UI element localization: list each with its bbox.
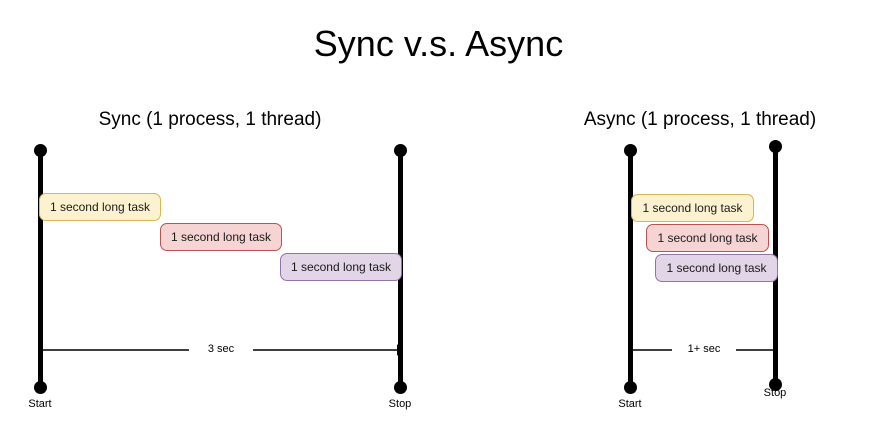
- async-stop-label: Stop: [763, 387, 787, 399]
- async-task-1-label: 1 second long task: [642, 201, 743, 215]
- async-task-3: 1 second long task: [655, 254, 778, 282]
- async-start-label: Start: [618, 398, 642, 410]
- sync-start-label: Start: [28, 398, 52, 410]
- sync-task-3-label: 1 second long task: [290, 260, 392, 274]
- async-duration-label: 1+ sec: [672, 343, 736, 356]
- sync-duration-measure: 3 sec: [38, 340, 400, 362]
- async-task-3-label: 1 second long task: [666, 261, 767, 275]
- sync-start-end-dot: [34, 381, 47, 394]
- async-task-1: 1 second long task: [631, 194, 754, 222]
- page-title: Sync v.s. Async: [313, 23, 564, 64]
- sync-task-1: 1 second long task: [39, 193, 161, 221]
- sync-task-3: 1 second long task: [280, 253, 402, 281]
- sync-task-1-label: 1 second long task: [49, 200, 151, 214]
- async-stop-end-dot: [769, 378, 782, 391]
- async-task-2: 1 second long task: [646, 224, 769, 252]
- sync-start-bar: [38, 150, 43, 387]
- async-duration-measure: 1+ sec: [628, 340, 776, 362]
- sync-stop-label: Stop: [388, 398, 412, 410]
- sync-stop-end-dot: [394, 381, 407, 394]
- async-start-bar: [628, 150, 633, 387]
- sync-task-2-label: 1 second long task: [170, 230, 272, 244]
- async-task-2-label: 1 second long task: [657, 231, 758, 245]
- sync-task-2: 1 second long task: [160, 223, 282, 251]
- async-start-end-dot: [624, 381, 637, 394]
- sync-duration-label: 3 sec: [189, 343, 253, 356]
- sync-panel-title: Sync (1 process, 1 thread): [98, 109, 322, 130]
- async-panel-title: Async (1 process, 1 thread): [583, 109, 817, 130]
